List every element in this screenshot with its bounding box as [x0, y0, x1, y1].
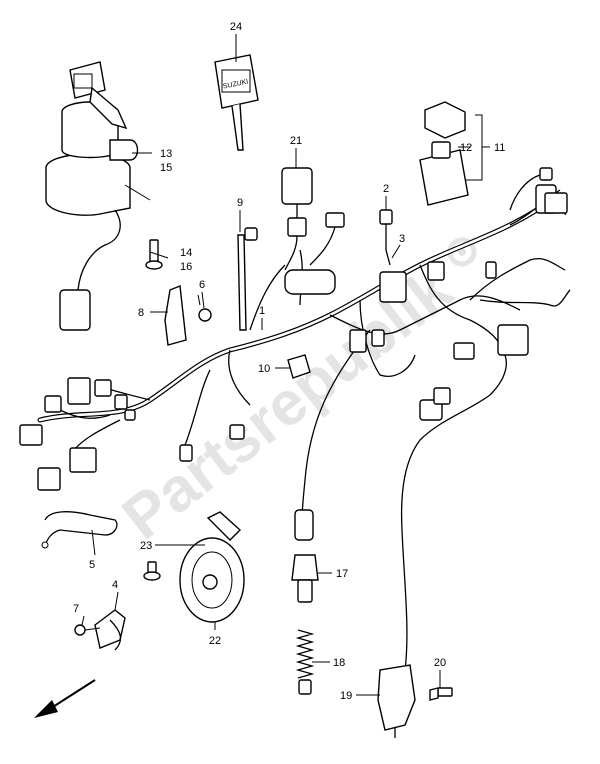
cable-tie[interactable]: [237, 227, 258, 331]
callout-19: 19: [340, 690, 352, 702]
screw-7[interactable]: [74, 624, 101, 636]
callout-5: 5: [89, 559, 95, 571]
callout-11: 11: [494, 142, 505, 154]
callout-10: 10: [258, 363, 270, 375]
connector-2[interactable]: [379, 209, 393, 266]
callout-15: 15: [160, 162, 172, 174]
key[interactable]: SUZUKI: [214, 54, 259, 151]
screw-6[interactable]: [197, 294, 212, 322]
callout-4: 4: [112, 579, 118, 591]
clamp[interactable]: [164, 285, 187, 346]
bracket-4[interactable]: [94, 609, 126, 651]
callout-24: 24: [230, 21, 242, 33]
callout-12: 12: [460, 142, 472, 154]
ignition-switch[interactable]: [45, 61, 139, 331]
callout-9: 9: [237, 197, 243, 209]
callout-18: 18: [333, 657, 345, 669]
wire-clip[interactable]: [41, 511, 118, 549]
callout-20: 20: [434, 657, 446, 669]
bracket-10[interactable]: [287, 354, 311, 379]
ignition-key-icon: [73, 73, 93, 89]
callout-6: 6: [199, 279, 205, 291]
watermark: Partsrepublik: [110, 254, 465, 553]
harness-connectors: [19, 167, 568, 491]
callout-16: 16: [180, 261, 192, 273]
callout-7: 7: [73, 603, 79, 615]
callout-23: 23: [140, 540, 152, 552]
leader-lines: [81, 34, 490, 696]
callout-1: 1: [259, 305, 265, 317]
callout-14: 14: [180, 247, 192, 259]
screw-14[interactable]: [145, 239, 163, 270]
callout-8: 8: [138, 307, 144, 319]
callout-labels: 24 13 15 12 11 21 2 9 3 14 16 6 1 8 10 5…: [73, 21, 505, 702]
relay-21[interactable]: [281, 167, 345, 271]
callout-3: 3: [399, 233, 405, 245]
spring-18[interactable]: [295, 629, 315, 695]
sensor-17[interactable]: [291, 509, 319, 603]
main-wiring-harness[interactable]: [37, 174, 571, 671]
side-stand-switch[interactable]: [377, 664, 416, 738]
callout-21: 21: [290, 135, 302, 147]
bolt-20[interactable]: [429, 687, 453, 701]
horn[interactable]: [179, 511, 245, 623]
starter-relay[interactable]: [419, 101, 469, 206]
direction-arrow-icon: [34, 679, 96, 718]
callout-13: 13: [160, 148, 172, 160]
callout-2: 2: [383, 183, 389, 195]
callout-17: 17: [336, 568, 348, 580]
callout-22: 22: [209, 635, 221, 647]
bolt-23[interactable]: [143, 561, 161, 581]
